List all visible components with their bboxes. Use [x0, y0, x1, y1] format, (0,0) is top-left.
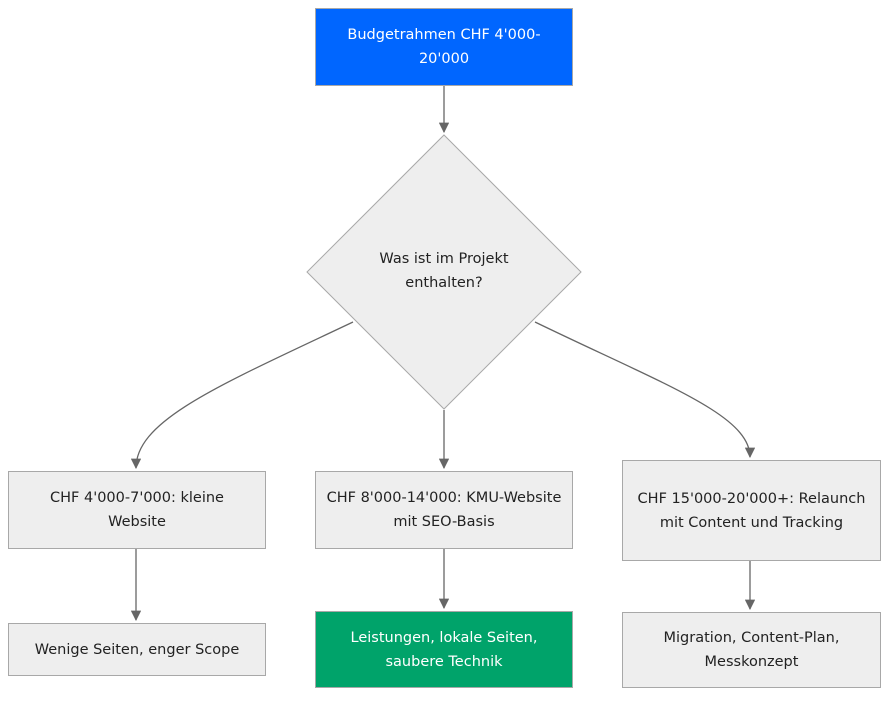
few-pages-node: Wenige Seiten, enger Scope — [8, 623, 266, 676]
relaunch-node: CHF 15'000-20'000+: Relaunch mit Content… — [622, 460, 881, 561]
edge-question-to-relaunch — [534, 321, 756, 459]
services-node: Leistungen, lokale Seiten, saubere Techn… — [315, 611, 573, 688]
budget-start-node: Budgetrahmen CHF 4'000- 20'000 — [315, 8, 573, 86]
services-label: Leistungen, lokale Seiten, saubere Techn… — [350, 629, 538, 670]
migration-node: Migration, Content-Plan, Messkonzept — [622, 612, 881, 688]
edge-question-to-small-site — [130, 321, 354, 470]
small-website-label: CHF 4'000-7'000: kleine Website — [50, 490, 224, 530]
few-pages-label: Wenige Seiten, enger Scope — [34, 641, 240, 658]
kmu-website-node: CHF 8'000-14'000: KMU-Website mit SEO-Ba… — [315, 471, 573, 549]
budget-start-label: Budgetrahmen CHF 4'000- 20'000 — [347, 27, 541, 67]
migration-label: Migration, Content-Plan, Messkonzept — [663, 630, 840, 670]
kmu-website-label: CHF 8'000-14'000: KMU-Website mit SEO-Ba… — [326, 490, 562, 530]
decision-diamond — [306, 134, 582, 410]
relaunch-label: CHF 15'000-20'000+: Relaunch mit Content… — [637, 490, 866, 531]
small-website-node: CHF 4'000-7'000: kleine Website — [8, 471, 266, 549]
decision-question-label: Was ist im Projekt enthalten? — [379, 251, 509, 291]
